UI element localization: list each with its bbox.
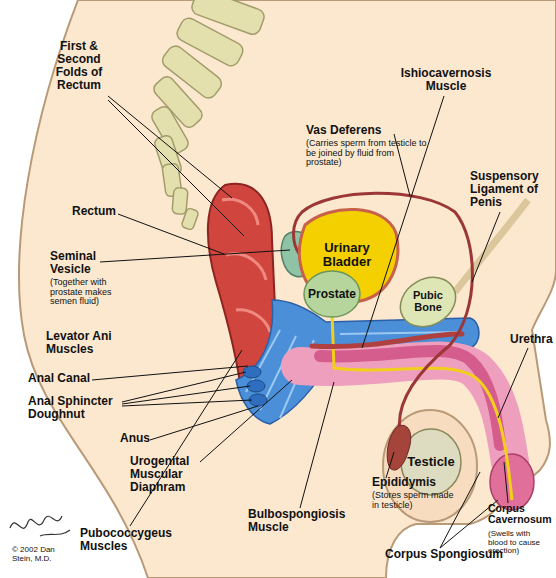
leader-line [440, 472, 480, 548]
organ-name: Urinary Bladder [312, 241, 382, 268]
part-name: Bulbospongiosis Muscle [248, 508, 354, 534]
copyright-note: © 2002 Dan Stein, M.D. [12, 546, 74, 563]
leader-line [362, 96, 444, 348]
part-note: (Together with prostate makes semen flui… [50, 278, 128, 307]
epididymis [387, 425, 411, 470]
part-name: First & Second Folds of Rectum [48, 40, 110, 92]
part-name: Epididymis [372, 476, 452, 489]
leader-line [472, 212, 500, 282]
part-name: Corpus Cavernosum [488, 503, 554, 526]
part-name: Anal Canal [28, 372, 108, 385]
leader-line [92, 366, 248, 380]
prostate-shape [304, 271, 360, 317]
part-name: Seminal Vesicle [50, 250, 112, 276]
organ-name: Prostate [304, 288, 360, 301]
part-name: Anal Sphincter Doughnut [28, 395, 124, 421]
urethra [332, 312, 512, 500]
leader-line [498, 348, 528, 418]
leader-line [440, 500, 498, 548]
leader-line [394, 134, 410, 196]
anal-sphincter [243, 366, 267, 406]
part-note: (Carries sperm from testicle to be joine… [306, 139, 431, 168]
leader-line [100, 250, 290, 262]
part-name: Urogenital Muscular Diaphram [130, 455, 202, 494]
leader-line [108, 96, 232, 198]
suspensory-ligament [455, 200, 528, 292]
leader-line [122, 400, 252, 406]
rectal-fold [222, 199, 270, 332]
part-name: Corpus Spongiosum [385, 548, 505, 561]
part-name: Ishiocavernosis Muscle [396, 67, 496, 93]
part-name: Rectum [72, 205, 132, 218]
bone-node: Pubic Bone [398, 278, 458, 326]
vertebra [181, 208, 199, 231]
leader-line [122, 372, 246, 402]
part-note: (Swells with blood to cause erection) [488, 530, 552, 556]
corpus-cavernosum [320, 351, 500, 445]
leader-line [130, 350, 242, 526]
sphincter-ring [247, 380, 265, 392]
leader-line [118, 214, 224, 254]
part-name: Urethra [510, 333, 556, 346]
glans [490, 454, 534, 510]
bladder-shape [299, 209, 397, 304]
body-section [19, 0, 556, 578]
leader-line [300, 382, 334, 508]
organ-name: Pubic Bone [408, 290, 448, 313]
organ-node: Prostate [303, 270, 361, 318]
leader-line [504, 462, 508, 503]
part-name: Vas Deferens [306, 124, 416, 137]
part-note: (Stores sperm made in testicle) [372, 491, 462, 510]
vertebra [172, 187, 188, 214]
bone-shape [391, 268, 464, 337]
sphincter-ring [249, 394, 267, 406]
vas-deferens [294, 193, 473, 432]
leader-line [122, 386, 250, 404]
leader-line [150, 406, 258, 440]
organ-name: Testicle [401, 455, 461, 469]
leader-line [108, 100, 244, 236]
part-name: Anus [120, 432, 160, 445]
leader-line [200, 380, 292, 462]
signature [10, 516, 70, 536]
leader-lines [92, 96, 528, 548]
sphincter-ring [243, 366, 261, 378]
part-name: Levator Ani Muscles [46, 330, 126, 356]
leader-line [386, 452, 394, 478]
ischiocavernosus-muscle [312, 334, 462, 347]
part-name: Suspensory Ligament of Penis [470, 170, 554, 209]
part-name: Pubococcygeus Muscles [80, 527, 180, 553]
